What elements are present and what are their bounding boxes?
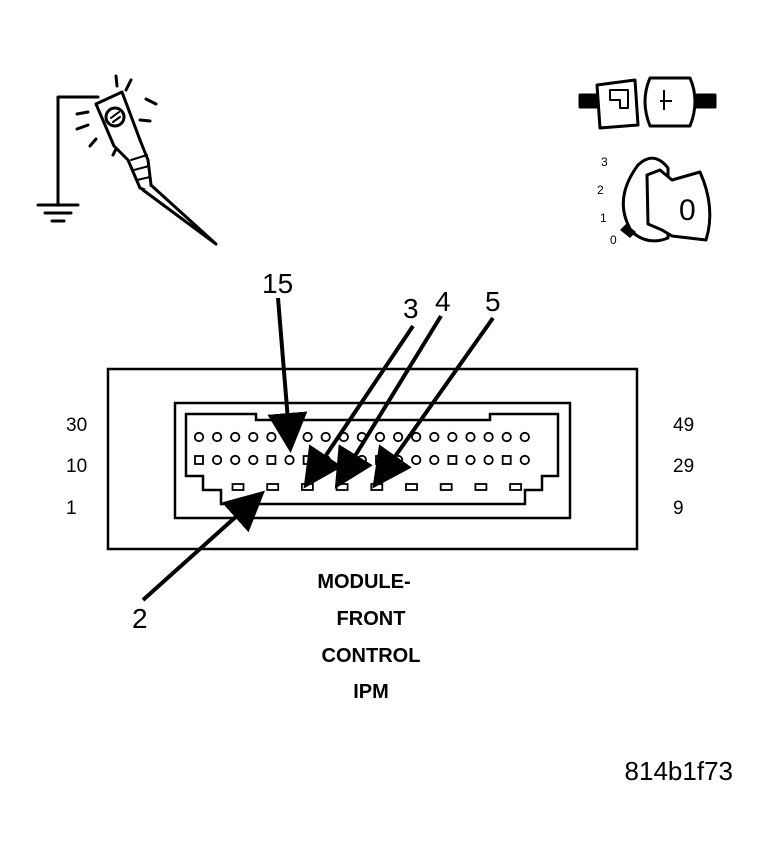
caption-line-1: MODULE- (317, 571, 410, 593)
connector-pin (519, 431, 530, 443)
connector-pin (501, 455, 512, 465)
connector-pin (439, 483, 453, 491)
row-label-left-bottom: 1 (66, 498, 77, 519)
row-label-right-middle: 29 (673, 456, 694, 477)
connector-pin (230, 431, 241, 443)
connector-pin (300, 483, 314, 491)
connector-pin (356, 454, 367, 466)
connector-pin (447, 431, 458, 443)
connector-pin (266, 455, 277, 465)
row-label-right-top: 49 (673, 415, 694, 436)
connector-pin (483, 454, 494, 466)
connector-pin (212, 431, 223, 443)
callout-arrow-15 (267, 297, 308, 453)
connector-pin (266, 483, 280, 491)
pin-callout-15: 15 (262, 268, 293, 299)
caption-line-4: IPM (353, 681, 389, 703)
connector-pin (231, 483, 245, 491)
caption-line-3: CONTROL (322, 645, 421, 667)
connector-pin (509, 483, 523, 491)
row-label-left-top: 30 (66, 415, 87, 436)
connector-pin (320, 431, 331, 443)
figure-id: 814b1f73 (625, 756, 733, 786)
connector-pin (193, 431, 205, 443)
connector-pin (266, 431, 277, 443)
connector-face (106, 367, 639, 551)
connector-pin (501, 431, 512, 443)
connector-pin (194, 455, 204, 465)
ignition-switch-off-icon: 0 3 2 1 0 (597, 155, 712, 247)
connector-pin (411, 431, 422, 443)
ignition-position-2: 2 (597, 183, 604, 197)
connector-pin (370, 483, 384, 491)
callout-arrow-2 (141, 490, 265, 602)
connector-pin (248, 431, 259, 443)
connector-pin (411, 454, 422, 466)
connector-pin (405, 483, 418, 491)
connector-pin (483, 431, 494, 443)
connector-pin (230, 454, 241, 466)
row-label-left-middle: 10 (66, 456, 87, 477)
ignition-position-0: 0 (610, 233, 617, 247)
connector-pin (392, 431, 404, 443)
connector-pin (429, 431, 440, 443)
connector-pin (375, 455, 385, 465)
callout-arrow-3 (303, 324, 415, 489)
connector-pin (284, 454, 295, 466)
ignition-position-1: 1 (600, 211, 607, 225)
connector-pin (212, 454, 223, 466)
connector-pin (302, 455, 313, 465)
callout-arrow-5 (372, 316, 495, 489)
ignition-position-3: 3 (601, 155, 608, 169)
callout-arrow-4 (334, 314, 443, 489)
connector-disconnected-icon (578, 76, 717, 130)
pin-callout-4: 4 (435, 286, 451, 317)
ignition-key-label: 0 (679, 194, 696, 227)
connector-pin (338, 454, 349, 466)
connector-pin (447, 455, 458, 465)
connector-pin (474, 483, 488, 491)
connector-pin (429, 454, 440, 466)
connector-pin (465, 454, 476, 466)
pin-callout-2: 2 (132, 603, 148, 634)
connector-pin (302, 431, 313, 443)
connector-pin (465, 431, 476, 443)
test-light-grounded-icon (36, 74, 218, 246)
connector-pin (248, 454, 259, 466)
pin-callout-3: 3 (403, 293, 419, 324)
connector-pin (374, 431, 386, 443)
caption-line-2: FRONT (337, 608, 406, 630)
row-label-right-bottom: 9 (673, 498, 684, 519)
connector-pin (335, 483, 349, 491)
pin-callout-5: 5 (485, 286, 501, 317)
connector-pin (519, 454, 530, 466)
